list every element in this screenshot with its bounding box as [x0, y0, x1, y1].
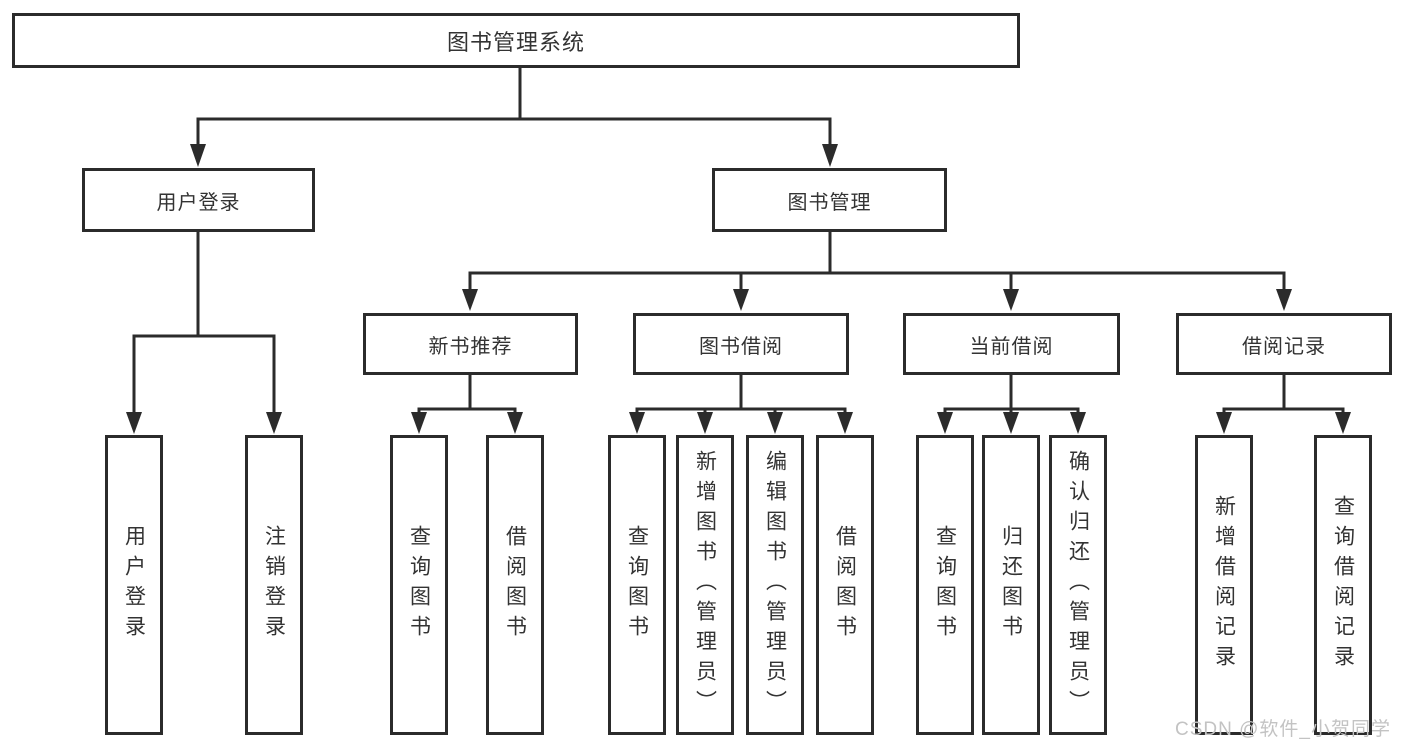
node-leaf-borrow-books: 借阅图书: [816, 435, 874, 735]
node-leaf-edit-books-admin: 编辑图书（管理员）: [746, 435, 804, 735]
node-leaf-user-login: 用户登录: [105, 435, 163, 735]
node-new-book-recommendation: 新书推荐: [363, 313, 578, 375]
node-borrowing-records: 借阅记录: [1176, 313, 1392, 375]
node-leaf-query-books-recommend: 查询图书: [390, 435, 448, 735]
node-leaf-borrow-books-recommend: 借阅图书: [486, 435, 544, 735]
node-leaf-query-books-current: 查询图书: [916, 435, 974, 735]
node-leaf-logout: 注销登录: [245, 435, 303, 735]
node-leaf-query-books-borrow: 查询图书: [608, 435, 666, 735]
csdn-watermark: CSDN @软件_小贺同学: [1175, 719, 1391, 740]
node-book-borrowing: 图书借阅: [633, 313, 849, 375]
node-library-management-system: 图书管理系统: [12, 13, 1020, 68]
node-book-management-branch: 图书管理: [712, 168, 947, 232]
node-user-login-branch: 用户登录: [82, 168, 315, 232]
node-leaf-add-borrow-record: 新增借阅记录: [1195, 435, 1253, 735]
node-current-borrowing: 当前借阅: [903, 313, 1120, 375]
node-leaf-return-books: 归还图书: [982, 435, 1040, 735]
node-leaf-query-borrow-record: 查询借阅记录: [1314, 435, 1372, 735]
node-leaf-confirm-return-admin: 确认归还（管理员）: [1049, 435, 1107, 735]
node-leaf-add-books-admin: 新增图书（管理员）: [676, 435, 734, 735]
